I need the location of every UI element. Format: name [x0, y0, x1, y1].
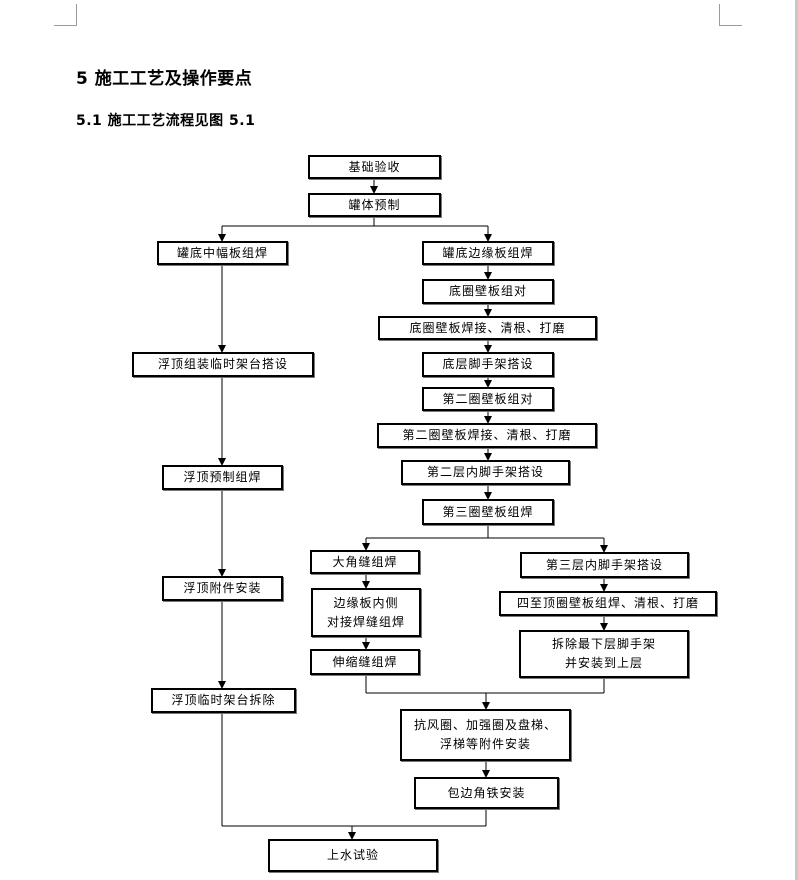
step-bottom-ring-welding: 底圈壁板焊接、清根、打磨 — [378, 316, 597, 340]
step-label: 四至顶圈壁板组焊、清根、打磨 — [516, 596, 699, 610]
step-label: 第三层内脚手架搭设 — [545, 557, 663, 572]
step-second-layer-scaffold: 第二层内脚手架搭设 — [401, 460, 570, 485]
step-label: 浮顶临时架台拆除 — [171, 693, 276, 707]
step-label: 拆除最下层脚手架 并安装到上层 — [551, 637, 656, 670]
crop-mark-top-right — [719, 25, 742, 26]
step-foundation-acceptance: 基础验收 — [308, 155, 441, 179]
step-label: 上水试验 — [326, 848, 379, 862]
step-label: 底圈壁板组对 — [448, 284, 527, 298]
section-heading: 5 施工工艺及操作要点 — [76, 69, 253, 89]
crop-mark-top-right — [719, 4, 720, 26]
step-floating-roof-prefab: 浮顶预制组焊 — [162, 465, 283, 490]
step-label: 罐底中幅板组焊 — [176, 245, 268, 260]
step-bottom-middle-plate-welding: 罐底中幅板组焊 — [157, 241, 288, 265]
step-second-ring-assembly: 第二圈壁板组对 — [422, 387, 554, 411]
step-label: 罐底边缘板组焊 — [442, 245, 534, 260]
step-label: 浮顶预制组焊 — [183, 470, 262, 484]
step-label: 包边角铁安装 — [447, 785, 526, 800]
step-edge-plate-inner-weld: 边缘板内侧 对接焊缝组焊 — [311, 588, 421, 637]
step-move-scaffold-up: 拆除最下层脚手架 并安装到上层 — [519, 630, 689, 678]
step-label: 第三圈壁板组焊 — [442, 504, 534, 519]
step-label: 基础验收 — [348, 159, 401, 174]
step-second-ring-welding: 第二圈壁板焊接、清根、打磨 — [377, 423, 597, 448]
step-fourth-to-top-ring-welding: 四至顶圈壁板组焊、清根、打磨 — [499, 591, 717, 616]
step-edge-angle-installation: 包边角铁安装 — [414, 777, 559, 809]
step-label: 大角缝组焊 — [332, 554, 398, 569]
crop-mark-top-left — [76, 4, 77, 26]
step-label: 罐体预制 — [348, 197, 401, 212]
step-tank-prefabrication: 罐体预制 — [308, 193, 441, 217]
step-third-ring-welding: 第三圈壁板组焊 — [422, 499, 554, 525]
step-wind-ring-accessories: 抗风圈、加强圈及盘梯、 浮梯等附件安装 — [400, 709, 571, 761]
step-expansion-joint-weld: 伸缩缝组焊 — [310, 649, 420, 675]
step-label: 第二圈壁板组对 — [442, 391, 534, 406]
step-floating-roof-accessories: 浮顶附件安装 — [162, 576, 283, 601]
step-label: 底圈壁板焊接、清根、打磨 — [409, 320, 566, 335]
step-floating-roof-temp-stand: 浮顶组装临时架台搭设 — [132, 352, 314, 377]
step-label: 第二圈壁板焊接、清根、打磨 — [402, 428, 572, 442]
step-bottom-scaffold: 底层脚手架搭设 — [422, 352, 554, 377]
step-label: 抗风圈、加强圈及盘梯、 浮梯等附件安装 — [413, 718, 557, 751]
step-bottom-ring-assembly: 底圈壁板组对 — [422, 279, 554, 304]
step-water-test: 上水试验 — [268, 839, 438, 872]
subsection-heading: 5.1 施工工艺流程见图 5.1 — [76, 113, 256, 129]
step-label: 边缘板内侧 对接焊缝组焊 — [326, 595, 405, 629]
step-label: 底层脚手架搭设 — [442, 357, 534, 371]
step-third-layer-scaffold: 第三层内脚手架搭设 — [520, 552, 689, 578]
step-bottom-edge-plate-welding: 罐底边缘板组焊 — [422, 241, 554, 265]
step-label: 浮顶组装临时架台搭设 — [157, 357, 288, 371]
step-label: 伸缩缝组焊 — [332, 654, 398, 669]
step-corner-weld: 大角缝组焊 — [310, 550, 420, 574]
step-label: 第二层内脚手架搭设 — [426, 465, 544, 479]
crop-mark-top-left — [54, 25, 77, 26]
step-label: 浮顶附件安装 — [183, 581, 262, 595]
step-floating-roof-stand-removal: 浮顶临时架台拆除 — [151, 688, 296, 713]
page-edge — [795, 0, 798, 880]
